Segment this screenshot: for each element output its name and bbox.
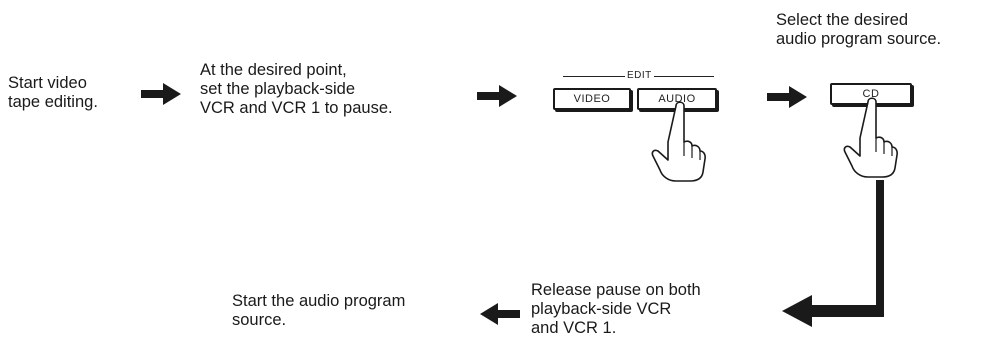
step2-line3: VCR and VCR 1 to pause. — [200, 99, 393, 117]
pointing-hand-icon — [843, 97, 898, 178]
elbow-arrow-icon — [782, 180, 884, 327]
step5-line3: and VCR 1. — [531, 319, 617, 337]
step-set-pause: At the desired point, set the playback-s… — [200, 61, 393, 118]
step-start-video-editing: Start video tape editing. — [8, 74, 98, 112]
step1-line2: tape editing. — [8, 93, 98, 111]
step2-line1: At the desired point, — [200, 61, 347, 79]
step-start-audio-source: Start the audio program source. — [232, 292, 405, 330]
arrow-right-icon — [141, 83, 181, 105]
step1-line1: Start video — [8, 74, 87, 92]
video-button[interactable]: VIDEO — [553, 88, 631, 110]
arrow-right-icon — [477, 85, 517, 107]
step2-line2: set the playback-side — [200, 80, 356, 98]
step6-line1: Start the audio program — [232, 292, 406, 310]
step5-line2: playback-side VCR — [531, 300, 672, 318]
arrow-left-icon — [480, 303, 520, 325]
arrow-right-icon — [767, 86, 807, 108]
step4-line1: Select the desired — [776, 11, 909, 29]
step-release-pause: Release pause on both playback-side VCR … — [531, 281, 701, 338]
audio-button[interactable]: AUDIO — [637, 88, 717, 110]
edit-group-label: EDIT — [627, 70, 652, 81]
step5-line1: Release pause on both — [531, 281, 701, 299]
edit-group-line-right — [654, 76, 714, 77]
step-select-audio-source: Select the desired audio program source. — [776, 11, 941, 49]
edit-group-line-left — [563, 76, 625, 77]
pointing-hand-icon — [651, 101, 706, 182]
step6-line2: source. — [232, 311, 287, 329]
step4-line2: audio program source. — [776, 30, 942, 48]
